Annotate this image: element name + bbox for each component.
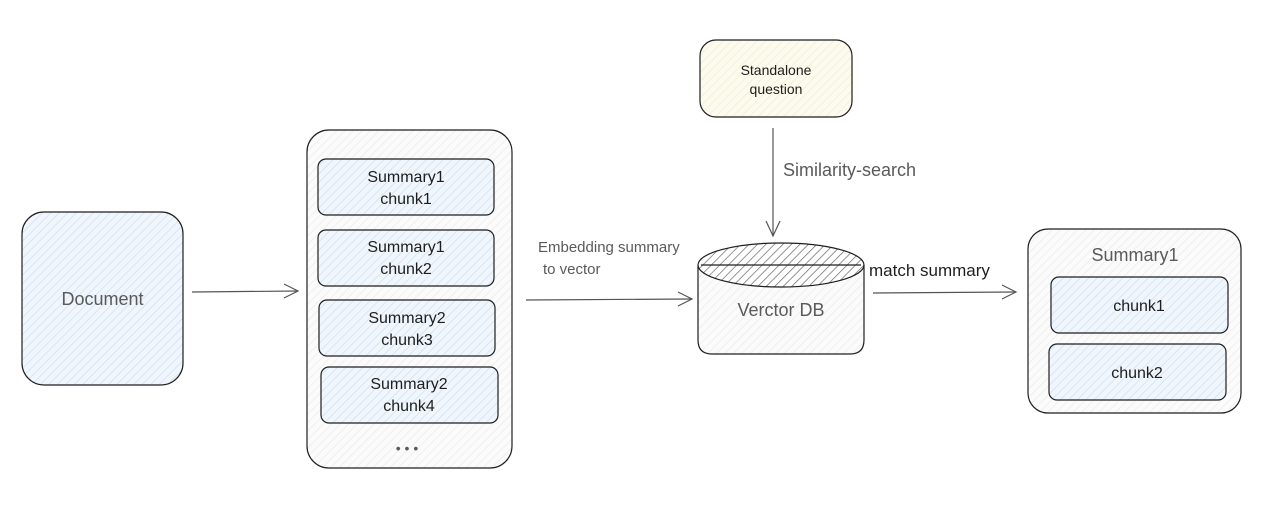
chunk-item-chunk: chunk1 [380, 191, 432, 208]
more-ellipsis: • • • [396, 440, 419, 456]
result-chunk-item: chunk2 [1048, 343, 1227, 401]
search-label: Similarity-search [783, 160, 916, 180]
chunk-item-chunk: chunk4 [383, 398, 435, 415]
embed-label-line2: to vector [543, 261, 601, 278]
arrow-chunks-to-db [525, 291, 694, 307]
embed-label-line1: Embedding summary [538, 239, 680, 256]
vector-db-label: Verctor DB [737, 300, 824, 320]
document-node: Document [21, 211, 184, 386]
chunk-panel: Summary1 chunk1 Summary1 chunk2 Summary2… [306, 129, 513, 469]
chunk-item-summary: Summary2 [368, 310, 445, 327]
result-chunk-label: chunk1 [1113, 298, 1165, 315]
question-label-line2: question [750, 81, 803, 97]
chunk-item-chunk: chunk3 [381, 332, 433, 349]
vector-db-node: Verctor DB [697, 242, 865, 355]
embed-label: Embedding summary to vector [538, 239, 680, 278]
chunk-item-summary: Summary1 [367, 239, 444, 256]
result-node: Summary1 chunk1 chunk2 [1027, 228, 1242, 414]
chunk-item: Summary1 chunk1 [317, 158, 495, 216]
chunk-item: Summary1 chunk2 [317, 229, 495, 287]
result-title: Summary1 [1091, 245, 1178, 265]
question-node: Standalone question [699, 39, 853, 118]
result-chunk-item: chunk1 [1050, 276, 1229, 334]
question-label-line1: Standalone [741, 62, 812, 78]
result-chunk-label: chunk2 [1111, 365, 1163, 382]
arrow-question-to-db: Similarity-search [765, 128, 916, 238]
chunk-item-chunk: chunk2 [380, 261, 432, 278]
match-label: match summary [869, 261, 990, 280]
document-label: Document [61, 289, 143, 309]
chunk-item: Summary2 chunk4 [320, 366, 499, 424]
chunk-item-summary: Summary2 [370, 376, 447, 393]
arrow-document-to-chunks [191, 283, 300, 299]
chunk-item-summary: Summary1 [367, 169, 444, 186]
arrow-db-to-result: match summary [869, 261, 1018, 300]
chunk-item: Summary2 chunk3 [318, 299, 496, 357]
